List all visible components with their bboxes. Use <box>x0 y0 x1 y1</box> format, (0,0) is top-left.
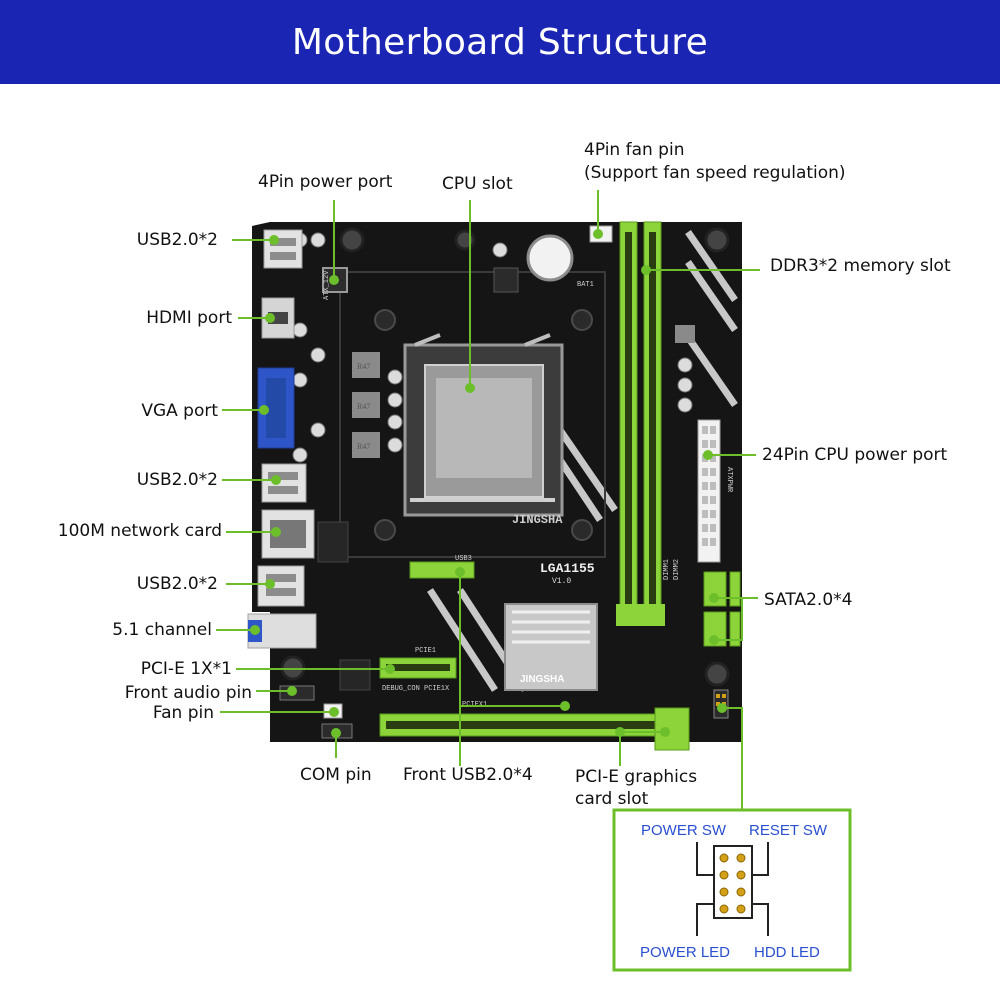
cpu-area-frame <box>339 271 606 558</box>
choke-label: R47 <box>357 402 370 411</box>
debug-label: DEBUG_CON <box>382 685 420 693</box>
sata-port <box>729 571 741 607</box>
cpu-corner-holes <box>374 309 593 541</box>
usb-mid-label: USB2.0*2 <box>136 470 218 490</box>
atx12v-label: ATX_12V <box>323 270 331 300</box>
front-audio-label: Front audio pin <box>124 683 252 703</box>
power-led-label: POWER LED <box>640 944 730 961</box>
usb-top-label: USB2.0*2 <box>136 230 218 250</box>
pcie1-label: PCIE1 <box>415 647 436 655</box>
choke-label: R47 <box>357 362 370 371</box>
chip-small <box>675 325 695 343</box>
leader-lines <box>216 190 760 810</box>
dimm-slots: DIMM1 DIMM2 <box>616 221 681 626</box>
front-panel-box: POWER SW RESET SW POWER LED HDD LED <box>612 808 852 972</box>
sata-port <box>729 611 741 647</box>
sata-port <box>703 611 727 647</box>
cpu-slot-label: CPU slot <box>442 174 513 194</box>
version-label: V1.0 <box>552 577 571 586</box>
usb-port-mid <box>261 463 307 503</box>
hdmi-label: HDMI port <box>146 308 232 328</box>
fan-pin-left-label: Fan pin <box>152 703 214 723</box>
cmos-battery <box>526 234 574 282</box>
front-usb-label: Front USB2.0*4 <box>403 765 533 785</box>
heatsink-brand: JINGSHA <box>520 674 564 685</box>
super-io-chip <box>339 659 371 691</box>
io-chip <box>493 267 519 293</box>
board-brand: JINGSHA <box>512 513 563 527</box>
sata-label: SATA2.0*4 <box>764 590 853 610</box>
title-banner: Motherboard Structure <box>0 0 1000 84</box>
usb3-header-label: USB3 <box>455 555 472 563</box>
lan-chip <box>317 521 349 563</box>
atxpwr-label: ATXPWR <box>725 467 733 493</box>
leader-dots <box>250 229 727 738</box>
chipset-heatsink: JINGSHA <box>504 603 598 691</box>
front-audio-header <box>279 685 315 701</box>
reset-sw-label: RESET SW <box>749 822 828 839</box>
power-sw-label: POWER SW <box>641 822 727 839</box>
atx24-connector <box>697 419 721 563</box>
pcie-graphics-label-2: card slot <box>575 789 649 809</box>
dimm1-label: DIMM1 <box>663 559 671 580</box>
pcie1x-label: PCIE1X <box>424 685 450 693</box>
power-24pin-label: 24Pin CPU power port <box>762 445 948 465</box>
usb-port-low <box>257 565 305 607</box>
vga-label: VGA port <box>141 401 218 421</box>
power-port-4pin-label: 4Pin power port <box>258 172 393 192</box>
network-label: 100M network card <box>57 521 222 541</box>
fan-4pin-label-2: (Support fan speed regulation) <box>584 163 846 183</box>
chokes: R47 R47 R47 <box>352 352 380 458</box>
pcie1x-label: PCI-E 1X*1 <box>140 659 232 679</box>
usb-port-top <box>263 229 303 269</box>
hdd-led-label: HDD LED <box>754 944 820 961</box>
ddr3-label: DDR3*2 memory slot <box>770 256 951 276</box>
socket-label: LGA1155 <box>540 561 595 576</box>
dimm2-label: DIMM2 <box>673 559 681 580</box>
fan-4pin-label-1: 4Pin fan pin <box>584 140 685 160</box>
audio-label: 5.1 channel <box>112 620 212 640</box>
com-label: COM pin <box>300 765 372 785</box>
battery-label: BAT1 <box>577 281 594 289</box>
page-title: Motherboard Structure <box>291 21 709 63</box>
usb-low-label: USB2.0*2 <box>136 574 218 594</box>
pcie-graphics-label-1: PCI-E graphics <box>575 767 698 787</box>
choke-label: R47 <box>357 442 370 451</box>
